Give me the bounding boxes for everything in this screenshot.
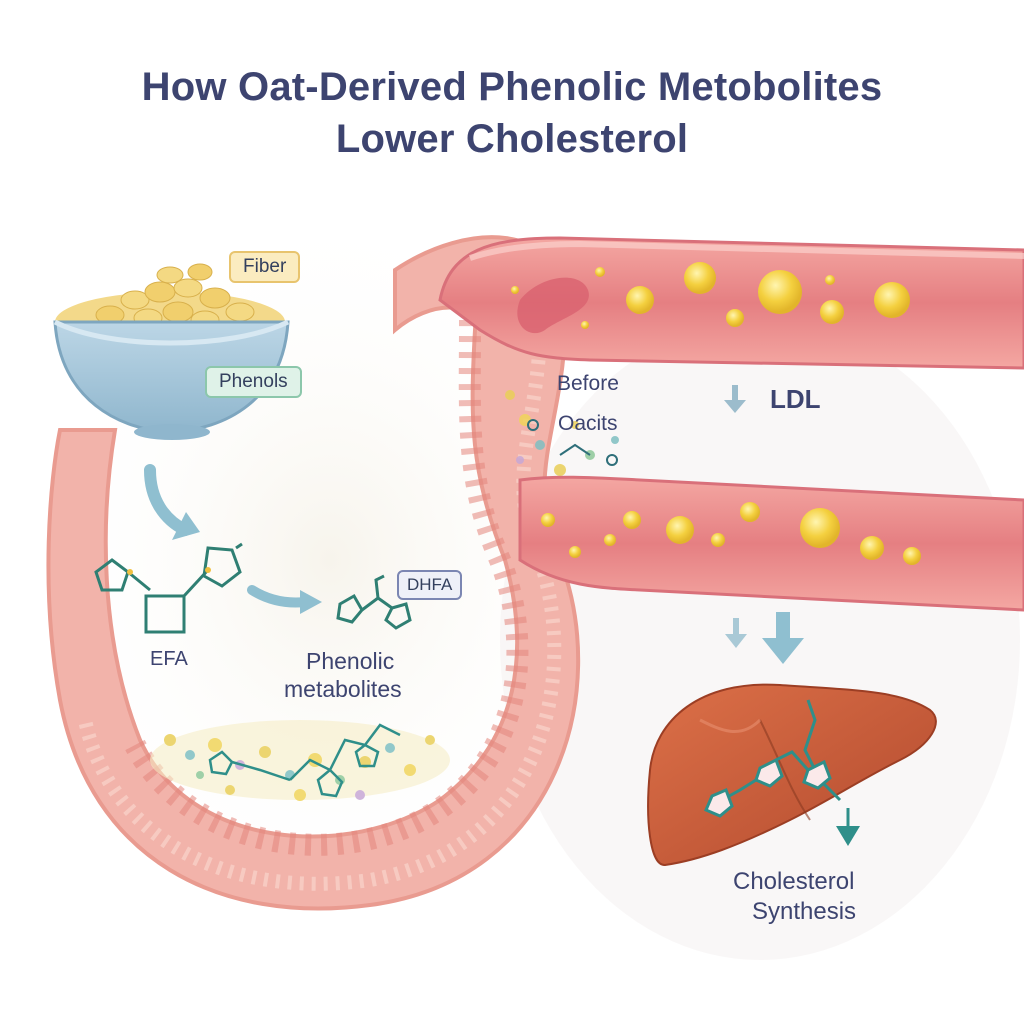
ldl-particles-lower (541, 502, 921, 565)
efa-label: EFA (150, 648, 188, 670)
arrow-down-small (725, 618, 747, 648)
before-label-line-1: Before (557, 372, 619, 395)
lumen-particles (150, 390, 619, 801)
title-line-2: Lower Cholesterol (335, 117, 689, 161)
title-line-1: How Oat-Derived Phenolic Metobolites (141, 65, 883, 109)
fiber-tag: Fiber (229, 251, 301, 283)
ldl-label: LDL (770, 384, 821, 414)
before-molecule-icons (527, 419, 618, 466)
ldl-down-arrow (724, 385, 746, 413)
intestine-molecule-network (208, 723, 401, 798)
efa-molecule (94, 542, 243, 634)
phenols-tag: Phenols (205, 366, 302, 398)
before-label-line-2: Oacits (558, 412, 618, 435)
cholesterol-synthesis-label-line-1: Cholesterol (733, 868, 855, 895)
arrow-bowl-to-molecule-head (172, 512, 200, 540)
cholesterol-synthesis-label-line-2: Synthesis (752, 898, 857, 925)
arrow-efa-to-metabolite-head (300, 590, 322, 614)
vessel-clot (517, 277, 589, 334)
blood-vessel-upper-wall (469, 240, 1024, 261)
liver-down-arrow-head (836, 826, 860, 846)
liver (647, 683, 937, 867)
blood-vessel-upper (438, 236, 1024, 370)
ldl-particles-upper (511, 262, 910, 329)
intestine-inner-lining (125, 319, 529, 856)
phenolic-metabolites-label-line-2: metabolites (284, 676, 402, 702)
blood-vessel-lower (518, 475, 1024, 612)
liver-molecule (704, 699, 850, 830)
arrow-down-large (762, 612, 804, 664)
dhfa-molecule (336, 574, 412, 630)
oat-bowl (53, 263, 290, 440)
phenolic-metabolites-label-line-1: Phenolic (306, 648, 395, 674)
dhfa-tag: DHFA (397, 570, 463, 600)
